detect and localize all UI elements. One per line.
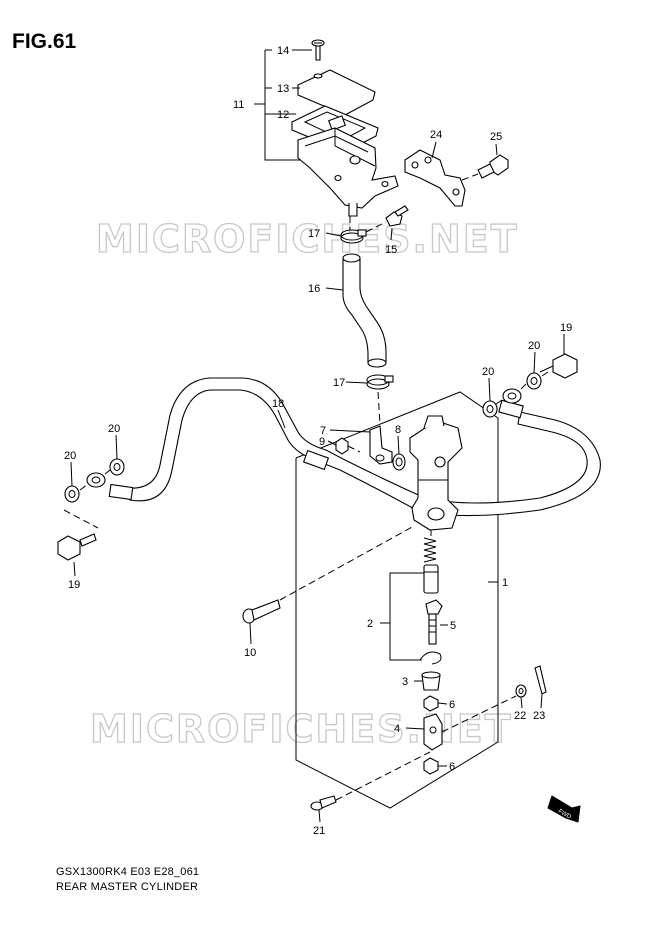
leader-lines — [70, 49, 565, 823]
callout-22: 22 — [514, 710, 526, 722]
callout-11: 11 — [233, 99, 244, 111]
circlip — [419, 651, 442, 665]
callout-19-left: 19 — [68, 579, 80, 591]
part-22-washer — [515, 684, 527, 698]
callout-17-lower: 17 — [333, 377, 345, 389]
callout-23: 23 — [533, 710, 545, 722]
part-10-bolt — [242, 599, 281, 624]
callout-1: 1 — [502, 577, 508, 589]
part-21-pin — [310, 795, 337, 811]
return-spring — [423, 537, 437, 563]
part-13-cap — [297, 69, 376, 116]
part-11-reservoir-body — [297, 127, 399, 217]
callout-12: 12 — [277, 109, 289, 121]
callout-20-right-outer: 20 — [528, 340, 540, 352]
callout-17-upper: 17 — [308, 228, 320, 240]
part-1-master-cylinder — [409, 415, 463, 531]
master-cylinder-assembly-frame — [295, 391, 499, 809]
callout-20-left-lower: 20 — [64, 450, 76, 462]
callout-13: 13 — [277, 83, 289, 95]
callout-18: 18 — [272, 398, 284, 410]
part-14-screw — [311, 39, 325, 61]
callout-7: 7 — [320, 425, 326, 437]
fwd-arrow-icon: FWD — [547, 795, 581, 823]
part-15-screw — [385, 205, 409, 227]
callout-9: 9 — [319, 436, 325, 448]
callout-20-right-inner: 20 — [482, 366, 494, 378]
part-20-washer-left-upper — [109, 458, 125, 476]
assembly-lines — [79, 216, 549, 801]
callout-6-upper: 6 — [449, 699, 455, 711]
part-19-union-bolt-left — [57, 509, 99, 561]
part-6-nut-lower — [423, 757, 439, 775]
callout-5: 5 — [450, 620, 456, 632]
callout-20-left-upper: 20 — [108, 423, 120, 435]
watermark-bottom: MICROFICHES.NET — [90, 707, 513, 751]
part-8-o-ring — [392, 453, 406, 471]
part-25-bolt — [461, 154, 509, 181]
model-code: GSX1300RK4 E03 E28_061 — [56, 866, 200, 878]
callout-15: 15 — [385, 244, 397, 256]
part-18-brake-hose — [108, 377, 601, 517]
callout-14: 14 — [277, 45, 289, 57]
reservoir-assembly — [291, 39, 509, 227]
figure-title: FIG.61 — [12, 30, 77, 53]
callout-10: 10 — [244, 647, 256, 659]
part-9-bolt — [335, 437, 361, 455]
part-2-piston — [423, 564, 439, 594]
callout-4: 4 — [394, 723, 400, 735]
callout-24: 24 — [430, 129, 442, 141]
part-5-pushrod — [425, 599, 443, 645]
callout-16: 16 — [308, 283, 320, 295]
part-16-reservoir-hose — [342, 253, 387, 368]
part-4-clevis — [423, 713, 443, 751]
part-24-bracket — [404, 149, 466, 207]
part-3-boot — [421, 671, 441, 691]
callout-3: 3 — [402, 676, 408, 688]
figure-caption: REAR MASTER CYLINDER — [56, 881, 199, 893]
watermark-top: MICROFICHES.NET — [96, 217, 519, 261]
banjo-fitting-right — [502, 388, 522, 404]
banjo-fitting-left — [86, 472, 106, 488]
callouts: 14 13 11 12 24 25 17 15 16 19 20 20 17 1… — [64, 45, 572, 837]
callout-6-lower: 6 — [449, 761, 455, 773]
part-20-washer-right-outer — [526, 372, 542, 390]
part-7-connector — [369, 425, 393, 465]
part-20-washer-right-inner — [482, 400, 498, 418]
callout-8: 8 — [395, 424, 401, 436]
callout-19-right: 19 — [560, 322, 572, 334]
callout-25: 25 — [490, 131, 502, 143]
callout-21: 21 — [313, 825, 325, 837]
part-20-washer-left-lower — [64, 485, 80, 503]
part-19-union-bolt-right — [539, 353, 578, 379]
callout-2: 2 — [367, 618, 373, 630]
part-23-cotter-pin — [534, 665, 547, 695]
part-6-nut-upper — [423, 695, 439, 712]
part-17-clamp-upper — [340, 229, 367, 244]
part-17-clamp-lower — [366, 374, 394, 390]
